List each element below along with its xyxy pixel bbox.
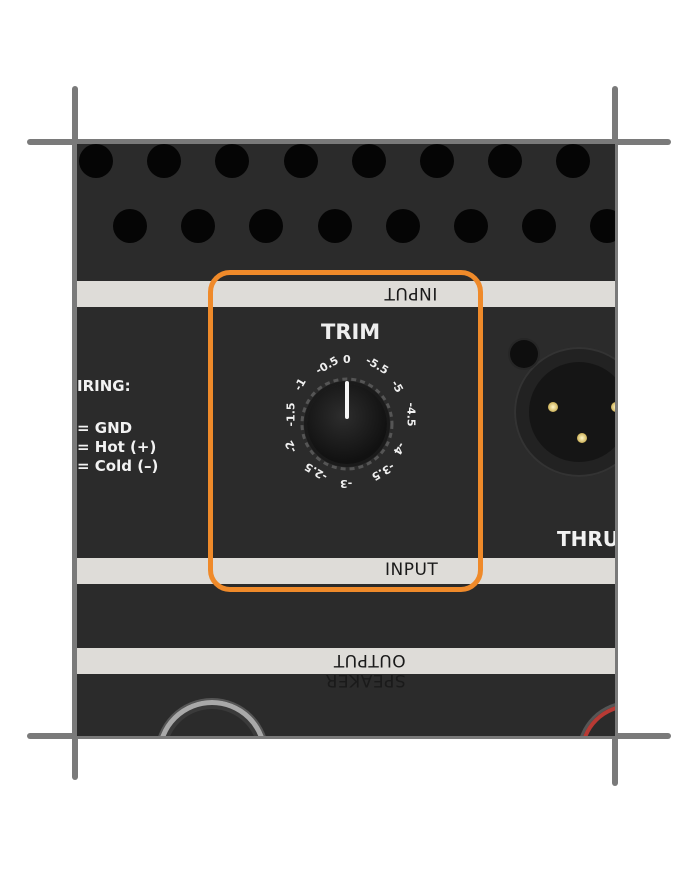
trim-highlight-box — [208, 270, 483, 592]
frame-line-left — [72, 86, 78, 780]
vent-hole — [147, 144, 181, 178]
thru-label: THRU — [557, 527, 615, 551]
vent-hole — [556, 144, 590, 178]
xlr-pin — [577, 433, 587, 443]
xlr-pin — [548, 402, 558, 412]
trim-title: TRIM — [321, 320, 381, 344]
input-label-strip-bottom: INPUT — [77, 558, 615, 584]
input-label-strip-top: INPUT — [77, 281, 615, 307]
vent-hole — [215, 144, 249, 178]
xlr-thru-connector[interactable] — [514, 347, 615, 477]
screw-icon — [510, 340, 538, 368]
vent-hole — [420, 144, 454, 178]
speaker-output-label: SPEAKER OUTPUT — [325, 650, 406, 690]
trim-knob-assembly: 0 -0.5 -1 -1.5 -2 -2.5 -3 -3.5 -4 -4.5 -… — [267, 344, 427, 504]
trim-knob-pointer — [345, 381, 349, 419]
frame-line-top — [27, 139, 671, 145]
vent-hole — [181, 209, 215, 243]
vent-hole — [488, 144, 522, 178]
speaker-output-jack-right[interactable] — [580, 704, 615, 736]
frame-line-right — [612, 86, 618, 786]
vent-hole — [386, 209, 420, 243]
xlr-pin — [611, 402, 615, 412]
wiring-legend: IRING: = GND = Hot (+) = Cold (–) — [77, 377, 158, 476]
trim-knob[interactable] — [307, 381, 387, 464]
vent-hole — [318, 209, 352, 243]
vent-hole — [352, 144, 386, 178]
wiring-line-gnd: = GND — [77, 419, 133, 437]
speaker-output-strip: SPEAKER OUTPUT — [77, 648, 615, 690]
vent-hole — [590, 209, 615, 243]
wiring-line-cold: = Cold (–) — [77, 457, 159, 475]
input-label: INPUT — [385, 560, 439, 580]
vent-hole — [522, 209, 556, 243]
trim-scale-dashes — [300, 377, 394, 471]
wiring-title: IRING: — [77, 377, 131, 395]
vent-hole — [249, 209, 283, 243]
vent-hole — [454, 209, 488, 243]
frame-line-bottom — [27, 733, 671, 739]
wiring-line-hot: = Hot (+) — [77, 438, 157, 456]
trim-tick-0: 0 — [343, 353, 351, 366]
xlr-socket — [529, 362, 615, 462]
vent-hole — [284, 144, 318, 178]
vent-hole — [113, 209, 147, 243]
rear-panel: INPUT IRING: = GND = Hot (+) = Cold (–) … — [77, 144, 615, 736]
speaker-output-jack-left[interactable] — [157, 700, 267, 736]
vent-hole — [79, 144, 113, 178]
